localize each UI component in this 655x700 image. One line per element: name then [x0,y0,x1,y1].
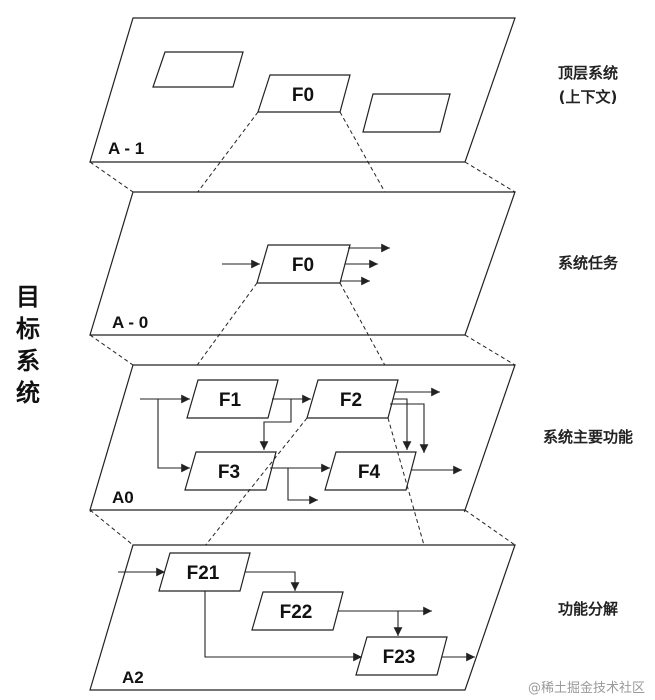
vertical-title-char-2: 标 [16,315,40,343]
box-f2-label: F2 [340,390,362,411]
box-f1 [186,379,279,419]
flow-f21-f23 [204,591,362,662]
watermark-text: @稀土掘金技术社区 [528,680,645,696]
plane-level-a2: F21 F22 F23 A2 [89,544,516,691]
flow-f2-f3 [259,398,306,450]
plane-label-a-minus-1: A - 1 [108,139,144,158]
box-f0-task-label: F0 [292,255,314,276]
flow-f21-f22 [245,571,300,591]
plane-level-a0-functions: F1 F2 F3 F4 A0 [89,364,516,511]
side-label-system-task: 系统任务 [558,254,619,272]
side-label-main-functions: 系统主要功能 [543,428,633,446]
side-labels: 顶层系统 (上下文) 系统任务 系统主要功能 功能分解 [543,64,633,618]
box-f23-label: F23 [383,647,416,668]
plane-label-a0-functions: A0 [112,488,134,507]
box-f3-label: F3 [218,462,240,483]
box-f23 [355,636,448,676]
side-label-decomposition: 功能分解 [558,600,618,618]
context-box-right [362,93,451,133]
flow-in-f3 [157,399,190,473]
vertical-title-char-3: 系 [16,347,40,375]
plane-label-a2: A2 [122,668,144,687]
plane-level-a-minus-1: F0 A - 1 [89,17,516,163]
box-f3 [184,451,277,491]
vertical-title-char-4: 统 [16,379,40,407]
box-f0-top-label: F0 [292,85,314,106]
context-box-left [152,51,244,88]
plane-level-a0-task: F0 A - 0 [89,191,516,336]
flow-f2-f4 [393,398,412,450]
plane-a0-functions-shape [89,364,516,511]
vertical-title: 目 标 系 统 [16,283,40,407]
flow-f2-out-2 [390,403,429,453]
vertical-title-char-1: 目 [16,283,40,311]
plane-label-a0-task: A - 0 [112,313,148,332]
box-f4 [324,451,417,491]
box-f22-label: F22 [280,602,313,623]
side-label-top-system-line2: (上下文) [559,88,618,106]
box-f21 [158,552,251,592]
box-f4-label: F4 [358,462,381,483]
flow-f3-out [287,468,318,505]
box-f1-label: F1 [219,390,242,411]
side-label-top-system-line1: 顶层系统 [558,64,618,82]
box-f22 [251,591,344,631]
box-f21-label: F21 [187,563,220,584]
